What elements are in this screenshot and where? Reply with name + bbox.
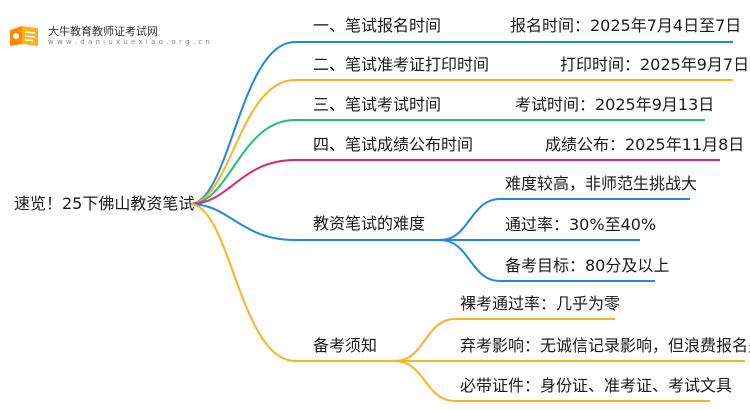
branch-6-child-2: 弃考影响：无诚信记录影响，但浪费报名费 [460,336,750,355]
sub-line-5-1 [439,198,690,241]
branch-5-child-3: 备考目标：80分及以上 [505,256,670,275]
sub-line-5-3 [439,239,655,282]
site-logo: 大牛教育教师证考试网 w w w . d a n i u x u e x i a… [8,22,210,52]
logo-site-url: w w w . d a n i u x u e x i a o . o r g … [48,38,211,46]
branch-3-label: 三、笔试考试时间 [313,95,442,114]
branch-line-3 [189,119,705,205]
branch-6-child-1: 裸考通过率：几乎为零 [460,294,621,313]
branch-2-value: 打印时间：2025年9月7日 [560,55,750,74]
branch-5-child-2: 通过率：30%至40% [505,215,657,234]
branch-5-child-1: 难度较高，非师范生挑战大 [505,174,698,193]
branch-5-label: 教资笔试的难度 [313,214,426,233]
branch-line-5 [189,203,440,241]
logo-site-name: 大牛教育教师证考试网 [48,25,158,38]
logo-book-icon [10,26,38,46]
root-topic: 速览！25下佛山教资笔试 [14,194,195,213]
branch-line-2 [189,79,733,205]
branch-3-value: 考试时间：2025年9月13日 [515,95,715,114]
branch-2-label: 二、笔试准考证打印时间 [313,55,490,74]
branch-1-value: 报名时间：2025年7月4日至7日 [510,16,742,35]
sub-line-6-1 [394,318,615,362]
branch-line-6 [189,203,395,362]
branch-line-4 [189,159,720,205]
branch-6-label: 备考须知 [313,336,378,355]
branch-4-label: 四、笔试成绩公布时间 [313,135,474,154]
branch-1-label: 一、笔试报名时间 [313,16,442,35]
sub-line-6-3 [394,360,710,402]
branch-line-1 [189,41,733,205]
branch-6-child-3: 必带证件：身份证、准考证、考试文具 [460,376,733,395]
branch-4-value: 成绩公布：2025年11月8日 [545,135,745,154]
